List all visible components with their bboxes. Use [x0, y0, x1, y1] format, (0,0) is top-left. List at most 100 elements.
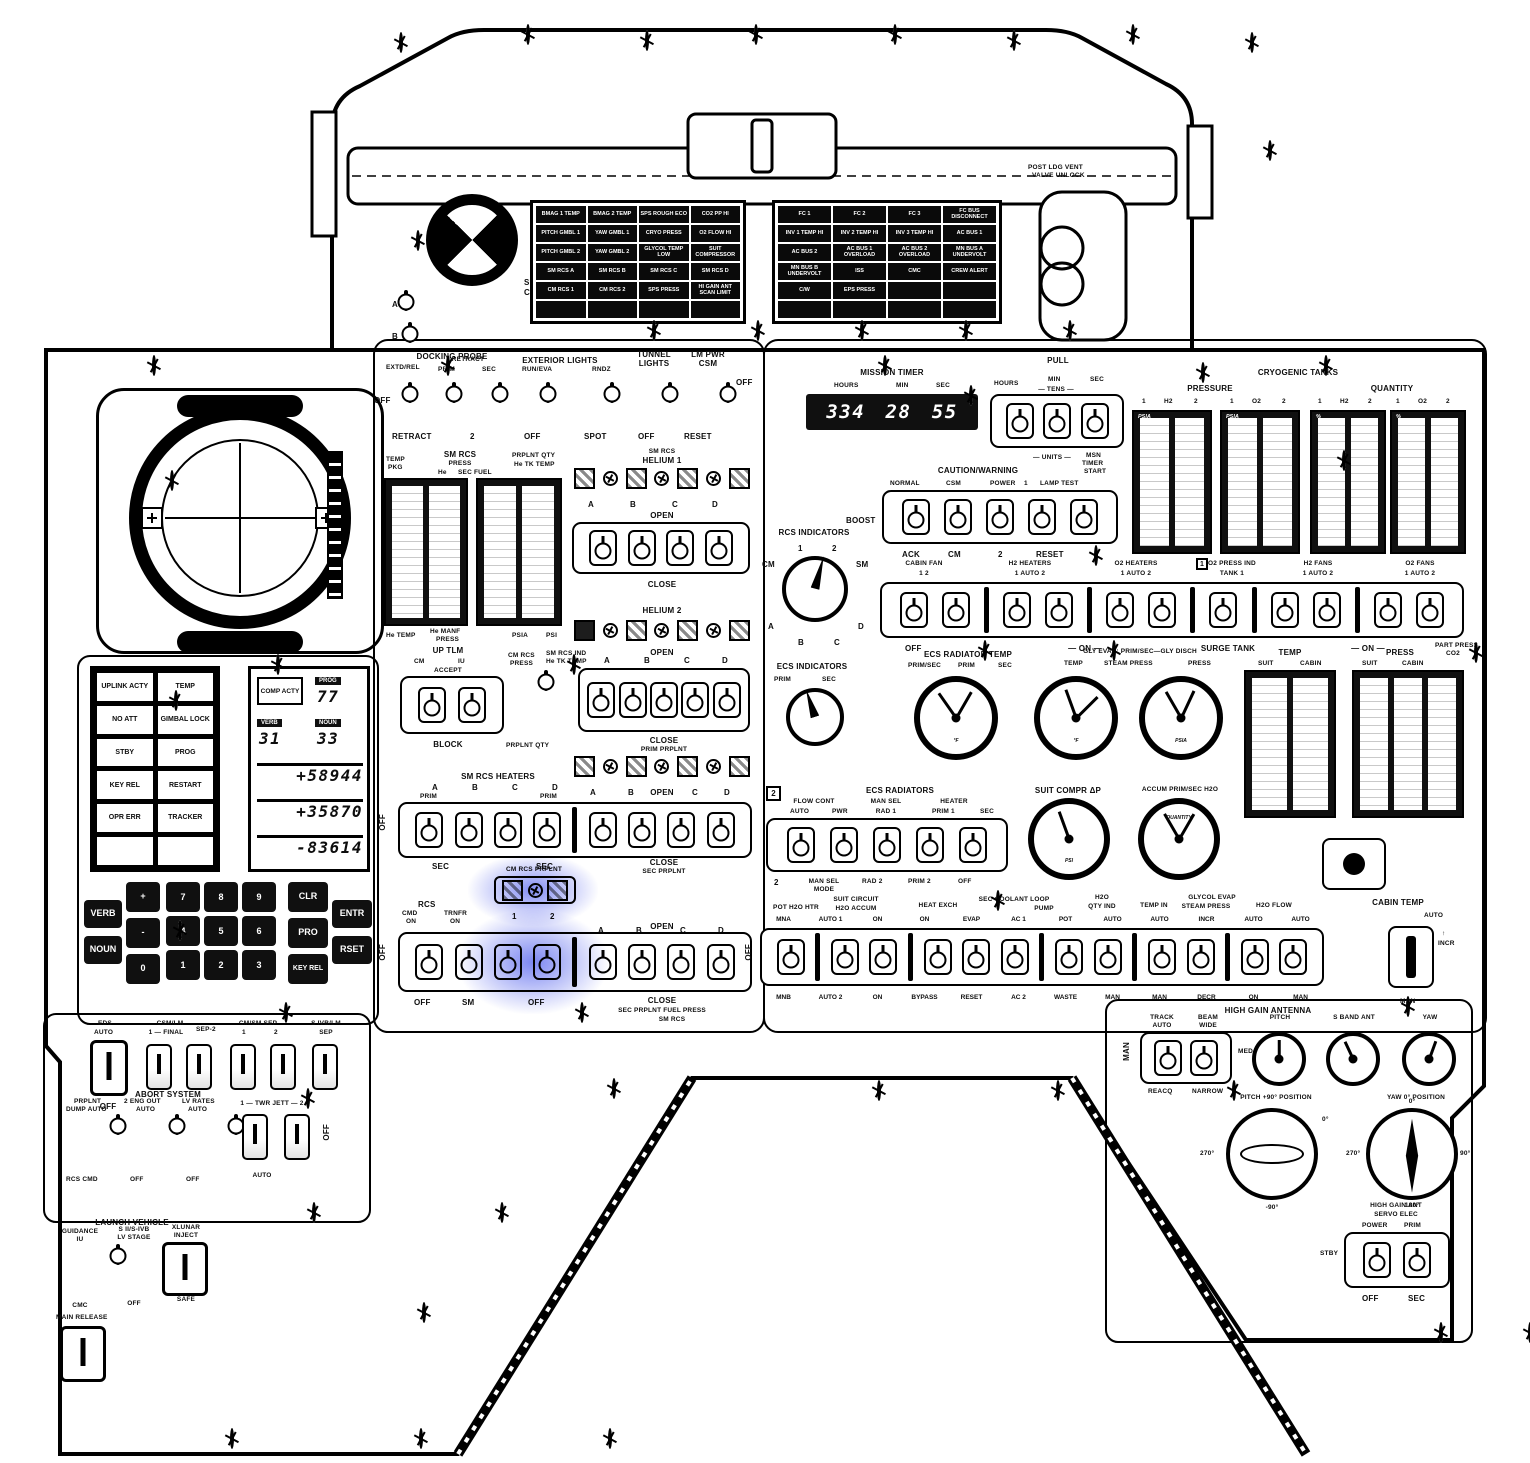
toggle-switch[interactable]	[1093, 939, 1122, 975]
toggle-switch[interactable]	[610, 382, 614, 403]
toggle-switch[interactable]	[627, 530, 656, 566]
toggle-switch[interactable]	[1028, 499, 1056, 535]
toggle-switch[interactable]	[533, 812, 562, 848]
dsky-digit-key[interactable]: 8	[204, 882, 238, 912]
toggle-switch[interactable]	[587, 682, 616, 718]
toggle-switch[interactable]	[667, 812, 696, 848]
toggle-switch[interactable]	[1362, 1242, 1391, 1278]
dsky-digit-key[interactable]: 5	[204, 916, 238, 946]
toggle-switch[interactable]	[902, 499, 930, 535]
toggle-switch[interactable]	[628, 944, 657, 980]
small-knob[interactable]	[1343, 853, 1365, 875]
toggle-switch[interactable]	[452, 382, 456, 403]
toggle-switch[interactable]	[1005, 403, 1034, 439]
toggle-switch[interactable]	[588, 530, 617, 566]
toggle-switch[interactable]	[1000, 939, 1029, 975]
main-release-guarded-switch[interactable]	[60, 1326, 106, 1382]
toggle-switch[interactable]	[1279, 939, 1308, 975]
toggle-switch[interactable]	[1106, 592, 1135, 628]
ecs-indicators-selector-knob[interactable]	[786, 688, 844, 746]
toggle-switch[interactable]	[415, 944, 444, 980]
entr-key[interactable]: ENTR	[332, 900, 372, 928]
dsky-digit-key[interactable]: 1	[166, 950, 200, 980]
toggle-switch[interactable]	[458, 687, 486, 723]
toggle-switch[interactable]	[726, 382, 730, 403]
dsky-digit-key[interactable]: 2	[204, 950, 238, 980]
toggle-switch[interactable]	[942, 592, 971, 628]
covered-switch[interactable]	[242, 1114, 268, 1160]
toggle-switch[interactable]	[873, 827, 901, 863]
toggle-switch[interactable]	[1045, 592, 1074, 628]
toggle-switch[interactable]	[116, 1244, 120, 1265]
toggle-switch[interactable]	[493, 944, 522, 980]
toggle-switch[interactable]	[1148, 592, 1177, 628]
toggle-switch[interactable]	[454, 944, 483, 980]
toggle-switch[interactable]	[498, 382, 502, 403]
toggle-switch[interactable]	[533, 944, 562, 980]
toggle-switch[interactable]	[1415, 592, 1444, 628]
noun-key[interactable]: NOUN	[84, 936, 122, 964]
toggle-switch[interactable]	[869, 939, 898, 975]
covered-switch[interactable]	[230, 1044, 256, 1090]
toggle-switch[interactable]	[1240, 939, 1269, 975]
covered-switch[interactable]	[312, 1044, 338, 1090]
toggle-switch[interactable]	[454, 812, 483, 848]
toggle-switch[interactable]	[1190, 1040, 1218, 1076]
toggle-switch[interactable]	[408, 382, 412, 403]
covered-switch[interactable]	[270, 1044, 296, 1090]
zero-key[interactable]: 0	[126, 954, 160, 984]
clr-key[interactable]: CLR	[288, 882, 328, 912]
pitch-position-knob[interactable]	[1226, 1108, 1318, 1200]
toggle-switch[interactable]	[900, 592, 929, 628]
toggle-switch[interactable]	[667, 944, 696, 980]
toggle-switch[interactable]	[1373, 592, 1402, 628]
toggle-switch[interactable]	[588, 944, 617, 980]
toggle-switch[interactable]	[418, 687, 446, 723]
covered-switch[interactable]	[284, 1114, 310, 1160]
toggle-switch[interactable]	[546, 382, 550, 403]
toggle-switch[interactable]	[1070, 499, 1098, 535]
toggle-switch[interactable]	[408, 322, 412, 343]
toggle-switch[interactable]	[1270, 592, 1299, 628]
toggle-switch[interactable]	[175, 1114, 179, 1135]
toggle-switch[interactable]	[618, 682, 647, 718]
toggle-switch[interactable]	[944, 499, 972, 535]
toggle-switch[interactable]	[830, 939, 859, 975]
toggle-switch[interactable]	[493, 812, 522, 848]
toggle-switch[interactable]	[628, 812, 657, 848]
dsky-digit-key[interactable]: 9	[242, 882, 276, 912]
toggle-switch[interactable]	[649, 682, 678, 718]
cabin-temp-slider[interactable]	[1406, 936, 1416, 978]
xlunar-guarded-switch[interactable]	[162, 1242, 208, 1296]
toggle-switch[interactable]	[923, 939, 952, 975]
dsky-digit-key[interactable]: 7	[166, 882, 200, 912]
toggle-switch[interactable]	[986, 499, 1014, 535]
toggle-switch[interactable]	[1147, 939, 1176, 975]
plus-key[interactable]: +	[126, 882, 160, 912]
toggle-switch[interactable]	[668, 382, 672, 403]
covered-switch[interactable]	[186, 1044, 212, 1090]
toggle-switch[interactable]	[1403, 1242, 1432, 1278]
toggle-switch[interactable]	[776, 939, 805, 975]
toggle-switch[interactable]	[588, 812, 617, 848]
covered-switch[interactable]	[146, 1044, 172, 1090]
toggle-switch[interactable]	[830, 827, 858, 863]
rset-key[interactable]: RSET	[332, 936, 372, 964]
pro-key[interactable]: PRO	[288, 918, 328, 948]
toggle-switch[interactable]	[1209, 592, 1238, 628]
toggle-switch[interactable]	[712, 682, 741, 718]
toggle-switch[interactable]	[916, 827, 944, 863]
eds-guarded-switch[interactable]	[90, 1040, 128, 1096]
toggle-switch[interactable]	[962, 939, 991, 975]
toggle-switch[interactable]	[234, 1114, 238, 1135]
toggle-switch[interactable]	[666, 530, 695, 566]
toggle-switch[interactable]	[706, 944, 735, 980]
key-rel-key[interactable]: KEY REL	[288, 954, 328, 984]
toggle-switch[interactable]	[116, 1114, 120, 1135]
toggle-switch[interactable]	[1043, 403, 1071, 439]
dsky-digit-key[interactable]: 6	[242, 916, 276, 946]
toggle-switch[interactable]	[787, 827, 815, 863]
toggle-switch[interactable]	[1003, 592, 1032, 628]
rcs-indicators-selector-knob[interactable]	[782, 556, 848, 622]
toggle-switch[interactable]	[705, 530, 734, 566]
